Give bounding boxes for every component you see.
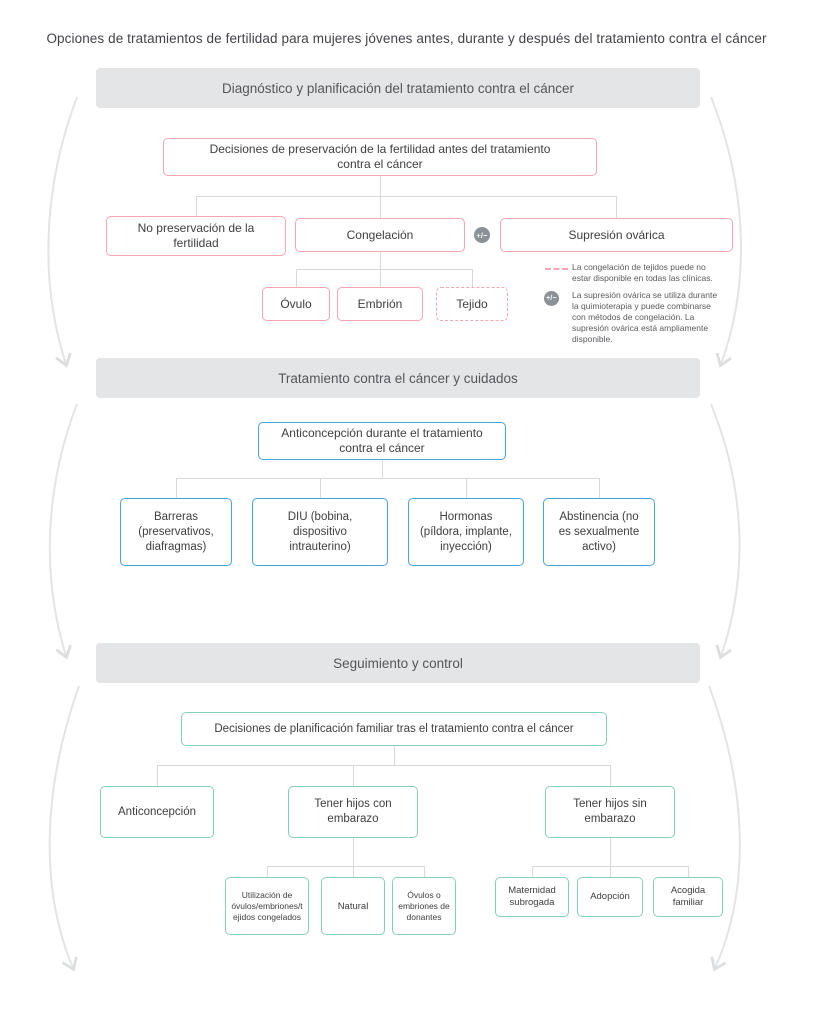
section-header-diagnostico: Diagnóstico y planificación del tratamie…	[96, 68, 700, 108]
section-header-seguimiento: Seguimiento y control	[96, 643, 700, 683]
node-ovulos-congelados: Utilización de óvulos/embriones/tejidos …	[225, 877, 309, 935]
connector-line	[472, 269, 473, 287]
right-arrow-3	[708, 685, 741, 972]
plus-minus-icon: +/−	[474, 227, 490, 243]
node-anticoncepcion: Anticoncepción	[100, 786, 214, 838]
connector-line	[380, 196, 381, 218]
left-arrow-2	[48, 403, 78, 660]
node-ovulo: Óvulo	[262, 287, 330, 321]
node-hijos-con-embarazo: Tener hijos con embarazo	[288, 786, 418, 838]
node-anticoncepcion-durante: Anticoncepción durante el tratamiento co…	[258, 422, 506, 460]
connector-line	[267, 866, 268, 877]
connector-line	[610, 765, 611, 786]
connector-line	[688, 866, 689, 877]
node-diu: DIU (bobina, dispositivo intrauterino)	[252, 498, 388, 566]
connector-line	[176, 478, 599, 479]
connector-line	[320, 478, 321, 498]
connector-line	[616, 196, 617, 218]
connector-line	[353, 838, 354, 866]
node-barreras: Barreras (preservativos, diafragmas)	[120, 498, 232, 566]
connector-line	[296, 269, 473, 270]
node-ovulos-donantes: Óvulos o embriones de donantes	[392, 877, 456, 935]
node-congelacion: Congelación	[295, 218, 465, 252]
connector-line	[599, 478, 600, 498]
node-tejido: Tejido	[436, 287, 508, 321]
node-decisiones-planificacion: Decisiones de planificación familiar tra…	[181, 712, 607, 746]
connector-line	[196, 196, 617, 197]
connector-line	[380, 252, 381, 269]
connector-line	[196, 196, 197, 216]
connector-line	[296, 269, 297, 287]
left-arrow-3	[48, 685, 80, 972]
node-hormonas: Hormonas (píldora, implante, inyección)	[408, 498, 524, 566]
legend-supresion-note: La supresión ovárica se utiliza durante …	[572, 290, 718, 344]
node-acogida-familiar: Acogida familiar	[653, 877, 723, 917]
connector-line	[267, 866, 425, 867]
node-supresion-ovarica: Supresión ovárica	[500, 218, 733, 252]
connector-line	[380, 269, 381, 287]
connector-line	[532, 866, 533, 877]
connector-line	[353, 866, 354, 877]
node-adopcion: Adopción	[577, 877, 643, 917]
node-natural: Natural	[321, 877, 385, 935]
connector-line	[610, 838, 611, 866]
right-arrow-2	[710, 403, 741, 660]
legend-tejidos-note: La congelación de tejidos puede no estar…	[572, 262, 713, 283]
connector-line	[353, 765, 354, 786]
connector-line	[610, 866, 611, 877]
connector-line	[466, 478, 467, 498]
node-maternidad-subrogada: Maternidad subrogada	[495, 877, 569, 917]
page-title: Opciones de tratamientos de fertilidad p…	[46, 31, 767, 46]
section-header-tratamiento: Tratamiento contra el cáncer y cuidados	[96, 358, 700, 398]
connector-line	[382, 460, 383, 478]
connector-line	[394, 746, 395, 765]
node-abstinencia: Abstinencia (no es sexualmente activo)	[543, 498, 655, 566]
node-hijos-sin-embarazo: Tener hijos sin embarazo	[545, 786, 675, 838]
dashed-line-icon	[545, 268, 568, 270]
connector-line	[424, 866, 425, 877]
connector-line	[176, 478, 177, 498]
node-embrion: Embrión	[337, 287, 423, 321]
node-no-preservacion: No preservación de la fertilidad	[106, 216, 286, 256]
connector-line	[380, 176, 381, 196]
node-decisiones-preservacion: Decisiones de preservación de la fertili…	[163, 138, 597, 176]
connector-line	[157, 765, 610, 766]
plus-minus-icon: +/−	[544, 291, 559, 306]
left-arrow-1	[47, 96, 78, 368]
connector-line	[157, 765, 158, 786]
